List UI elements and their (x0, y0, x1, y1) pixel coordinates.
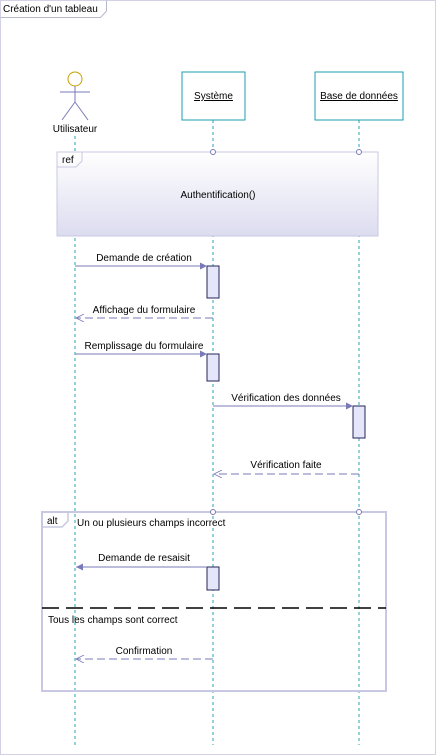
message-demande-creation: Demande de création (75, 253, 207, 270)
actor-label: Utilisateur (53, 124, 98, 135)
stick-figure-icon (67, 71, 83, 87)
message-label: Confirmation (116, 646, 173, 657)
activation-bar (206, 566, 220, 591)
message-demande-resaisit: Demande de resaisit (76, 553, 207, 571)
alt-guard-1: Un ou plusieurs champs incorrect (77, 518, 226, 529)
message-label: Remplissage du formulaire (85, 341, 204, 352)
alt-tag: alt (47, 516, 58, 527)
message-label: Affichage du formulaire (93, 305, 196, 316)
message-remplissage-formulaire: Remplissage du formulaire (75, 341, 207, 358)
message-label: Demande de resaisit (98, 553, 190, 564)
ref-label: Authentification() (180, 190, 255, 201)
message-label: Vérification faite (250, 460, 322, 471)
message-label: Demande de création (96, 253, 192, 264)
alt-fragment: alt Un ou plusieurs champs incorrect Tou… (41, 509, 387, 692)
activations (206, 265, 366, 591)
alt-guard-2: Tous les champs sont correct (48, 615, 178, 626)
message-verification-faite: Vérification faite (214, 460, 359, 474)
actor-utilisateur: Utilisateur (53, 71, 98, 135)
ref-tag: ref (62, 155, 74, 166)
activation-bar (352, 405, 366, 439)
frame-title: Création d'un tableau (3, 4, 98, 15)
activation-bar (206, 353, 220, 382)
lifeline-head-systeme: Système (181, 71, 246, 121)
message-verification-donnees: Vérification des données (213, 393, 353, 410)
lifeline-head-bdd: Base de données (314, 71, 404, 121)
activation-bar (206, 265, 220, 299)
lifeline-label-systeme: Système (194, 91, 233, 102)
lifeline-label-bdd: Base de données (320, 91, 398, 102)
message-affichage-formulaire: Affichage du formulaire (76, 305, 213, 318)
message-confirmation: Confirmation (76, 646, 213, 659)
ref-fragment: ref Authentification() (56, 149, 379, 237)
message-label: Vérification des données (231, 393, 341, 404)
